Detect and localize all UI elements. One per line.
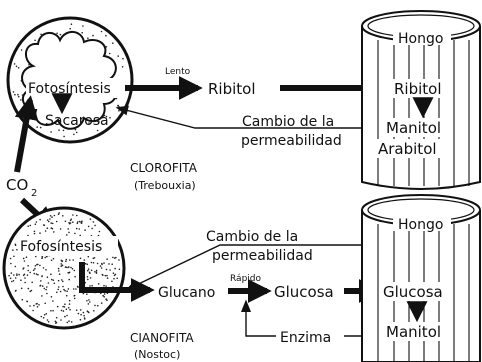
flow-bottom-glucosa-label: Glucosa bbox=[274, 283, 334, 301]
flow-bottom-permeability-line2: permeabilidad bbox=[212, 248, 313, 264]
co2-base: CO bbox=[6, 176, 28, 194]
alga-top-genus-label: (Trebouxia) bbox=[134, 179, 196, 192]
alga-bottom-cell-wall bbox=[4, 208, 124, 328]
fungus-top: Hongo Ribitol Manitol Arabitol bbox=[362, 11, 480, 189]
fungus-bottom: Hongo Glucosa Manitol bbox=[362, 195, 480, 362]
alga-bottom-group-label: CIANOFITA bbox=[130, 331, 194, 345]
alga-bottom: Fofosíntesis bbox=[4, 208, 124, 328]
fungus-bottom-manitol-label: Manitol bbox=[386, 323, 441, 341]
co2-subscript: 2 bbox=[31, 188, 37, 199]
fungus-bottom-label: Hongo bbox=[398, 217, 443, 233]
fungus-top-label: Hongo bbox=[398, 31, 443, 47]
flow-top-speed-label: Lento bbox=[165, 67, 191, 77]
fungus-top-arabitol-label: Arabitol bbox=[378, 140, 437, 158]
fungus-top-cylinder bbox=[362, 26, 480, 189]
flow-bottom-permeability-line1: Cambio de la bbox=[206, 229, 298, 245]
alga-top-group-label: CLOROFITA bbox=[130, 161, 198, 175]
enzyme-to-glucano-arrow bbox=[246, 302, 276, 336]
flow-bottom-glucano-label: Glucano bbox=[158, 285, 215, 301]
alga-top-product-label: Sacarosa bbox=[45, 113, 109, 129]
fungus-top-ribitol-label: Ribitol bbox=[394, 80, 442, 98]
flow-top-permeability-line2: permeabilidad bbox=[241, 133, 342, 149]
alga-bottom-process-label: Fofosíntesis bbox=[20, 239, 102, 255]
fungus-top-manitol-label: Manitol bbox=[386, 119, 441, 137]
flow-top-ribitol-label: Ribitol bbox=[208, 80, 256, 98]
alga-top-process-label: Fotosíntesis bbox=[28, 81, 111, 97]
alga-bottom-genus-label: (Nostoc) bbox=[134, 348, 180, 361]
fungus-bottom-glucosa-label: Glucosa bbox=[383, 283, 443, 301]
flow-bottom-speed-label: Rápido bbox=[230, 274, 261, 284]
co2-label: CO 2 bbox=[6, 176, 37, 199]
flow-bottom-enzyme-label: Enzima bbox=[280, 330, 331, 346]
